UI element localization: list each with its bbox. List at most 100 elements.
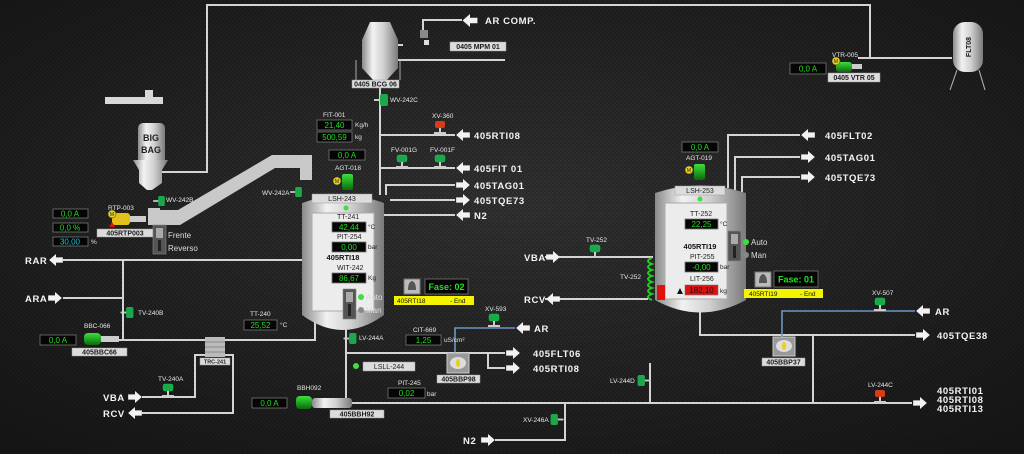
tank1-status-bar[interactable] [394, 296, 474, 305]
tank2-out-2: 405TQE73 [825, 173, 876, 184]
silo-bcg06[interactable]: 0405 BCG 06 [351, 22, 401, 89]
pit255-value: -0,00 [692, 263, 711, 272]
bbh-tag: BBH092 [297, 385, 322, 392]
switch-forward-label[interactable]: Frente [168, 231, 192, 240]
tank2-ar-label: AR [935, 307, 950, 318]
pump-bbp37[interactable] [772, 336, 796, 357]
big-bag[interactable]: BIG BAG [105, 90, 168, 190]
auto-indicator-icon [358, 294, 364, 300]
man-indicator-icon [743, 252, 749, 258]
tt240-unit: °C [280, 321, 288, 329]
cit669-tag: CIT-669 [413, 327, 437, 334]
tank2-man[interactable]: Man [751, 251, 767, 260]
tank1-out-1: 405FIT 01 [474, 164, 523, 175]
tank1-name: 405RTI18 [327, 253, 360, 262]
valve-tv252[interactable] [588, 244, 602, 259]
valve-xv593[interactable] [487, 313, 501, 328]
bbh-label: 405BBH92 [340, 412, 375, 419]
rtp-setpoint-input[interactable] [52, 236, 89, 247]
xv593-label: XV-593 [485, 306, 507, 313]
motor-icon: M [687, 168, 691, 174]
bbc-current: 0,0 A [49, 336, 68, 345]
tank2-status-bar[interactable] [744, 289, 823, 298]
alarm-bell-button-2[interactable] [754, 271, 772, 288]
agt018-tag: AGT-018 [335, 165, 361, 172]
tank1-auto[interactable]: Auto [366, 293, 383, 302]
fv001g-label: FV-001G [391, 147, 417, 154]
pit245-tag: PIT-245 [398, 380, 421, 387]
fit001-flow: 21,40 [324, 121, 345, 130]
fv001f-label: FV-001F [430, 147, 455, 154]
tt252-tag: TT-252 [690, 211, 712, 218]
valve-xv507[interactable] [873, 297, 887, 312]
wit242-value: 86,67 [339, 274, 360, 283]
tt252-unit: °C [720, 220, 728, 228]
wit242-tag: WIT-242 [337, 265, 364, 272]
bottom-out-1: 405RTI08 [533, 364, 580, 375]
cit669-unit: uS/cm² [444, 337, 465, 344]
lv244a-label: LV-244A [359, 335, 384, 342]
lit256-unit: kg [720, 288, 727, 295]
tank1-phase: Fase: 02 [428, 282, 464, 292]
tt240-value: 25,52 [250, 321, 271, 330]
valve-fv001g[interactable] [395, 154, 409, 169]
tank1-status-name: 405RTI18 [397, 298, 426, 305]
pump-bbp98[interactable] [446, 352, 470, 374]
exchanger-label: TRC-241 [204, 360, 226, 366]
heating-coil [647, 257, 655, 301]
valve-tv240a[interactable] [161, 383, 175, 398]
tank2-out-1: 405TAG01 [825, 153, 876, 164]
fit001-flow-unit: Kg/h [355, 122, 369, 129]
lsh253-label: LSH-253 [686, 188, 714, 195]
direction-switch[interactable] [152, 224, 167, 255]
man-indicator-icon [358, 307, 364, 313]
pit245-unit: bar [427, 391, 437, 398]
motor-icon: M [335, 179, 339, 185]
agitator-agt018[interactable]: M [332, 174, 353, 190]
wv242b-label: WV-242B [166, 197, 193, 204]
bell-icon [408, 281, 416, 290]
pit255-tag: PIT-255 [690, 254, 715, 261]
pump-bbh92[interactable] [296, 396, 352, 409]
tt240-tag: TT-240 [250, 311, 271, 318]
tank2-name: 405RTI19 [684, 242, 717, 251]
agitator-agt019[interactable]: M [684, 164, 705, 180]
auto-man-switch-2[interactable] [727, 230, 742, 262]
ar-comp-label: AR COMP. [485, 16, 536, 27]
motor-icon: M [110, 212, 114, 218]
switch-reverse-label[interactable]: Reverso [168, 244, 198, 253]
tank2-phase: Fase: 01 [778, 275, 814, 285]
alarm-bell-button-1[interactable] [403, 278, 421, 295]
tank1-man[interactable]: Man [366, 306, 382, 315]
xv360-label: XV-360 [432, 113, 454, 120]
bbp98-label: 405BBP98 [441, 377, 475, 384]
fan-vtr05[interactable]: M [831, 56, 862, 72]
auto-man-switch-1[interactable] [342, 288, 357, 320]
tank2-status-end: - End [800, 291, 816, 298]
pipes [63, 4, 952, 441]
heat-exchanger[interactable]: TRC-241 [199, 337, 231, 366]
xv246a-label: XV-246A [523, 417, 549, 424]
tt241-tag: TT-241 [337, 214, 359, 221]
pit254-unit: bar [368, 244, 378, 251]
lsh243-label: LSH-243 [328, 196, 356, 203]
tank2-out-0: 405FLT02 [825, 131, 873, 142]
pit255-unit: bar [720, 264, 730, 271]
motor-rtp003[interactable]: M [107, 209, 146, 227]
level-indicator-icon [697, 196, 703, 202]
valve-lv244c[interactable] [874, 390, 886, 403]
tv252b-label: TV-252 [620, 274, 641, 281]
rcv-label: RCV [103, 409, 125, 420]
tank2-rcv-label: RCV [524, 295, 546, 306]
pump-bbc66[interactable] [84, 333, 119, 345]
valve-fv001f[interactable] [433, 154, 447, 169]
tv252-label: TV-252 [586, 237, 607, 244]
filter-flt08[interactable]: FLT08 [949, 22, 986, 91]
silo-label: 0405 BCG 06 [354, 82, 397, 89]
valve-xv360[interactable] [434, 121, 446, 134]
auto-indicator-icon [743, 239, 749, 245]
alarm-triangle-icon [109, 222, 115, 227]
tank2-auto[interactable]: Auto [751, 238, 768, 247]
tt241-unit: °C [368, 223, 376, 231]
